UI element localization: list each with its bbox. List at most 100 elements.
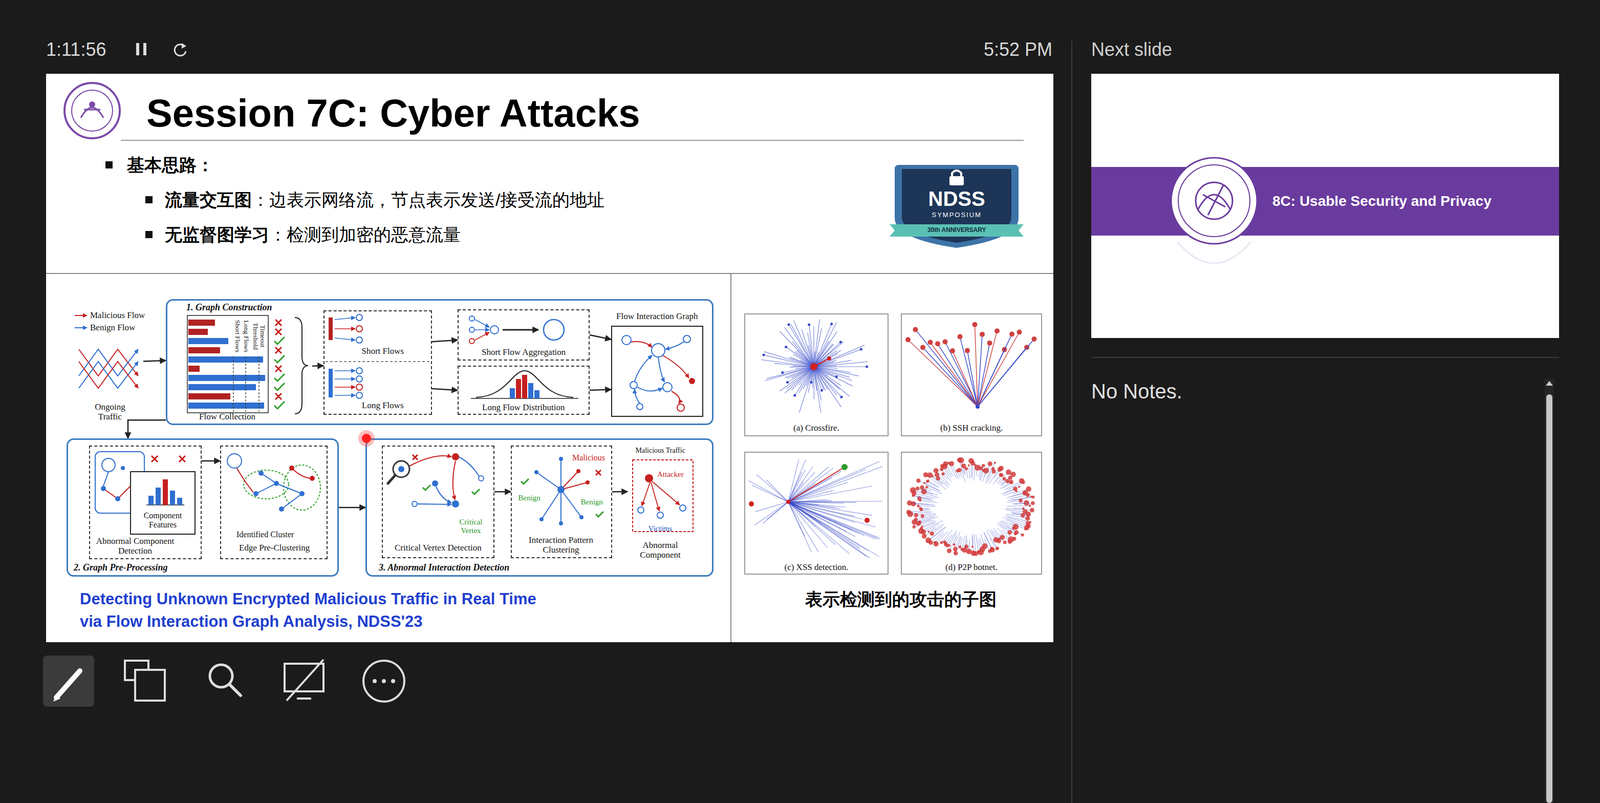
flow-split: [356, 367, 363, 374]
stage-box: 3. Abnormal Interaction DetectionCritica…: [365, 438, 714, 577]
graph-edge: [788, 466, 829, 503]
component-graph: [151, 455, 186, 462]
stage-box: 1. Graph ConstructionFlow CollectionShor…: [165, 298, 714, 425]
pen-tool-icon: [42, 655, 95, 707]
pen-tool-icon: [53, 694, 61, 702]
graph-edge: [949, 532, 957, 546]
interaction-graph: [631, 341, 653, 348]
connector-arrow: [127, 419, 166, 439]
feature-histogram: [146, 479, 185, 505]
section-divider: [46, 272, 1054, 274]
aggregation-graph: [502, 329, 539, 331]
graph-vertex: [1021, 533, 1025, 537]
node-label: Long Flow Distribution: [482, 402, 566, 413]
node-label: Attacker: [657, 469, 684, 479]
graph-vertex: [1013, 531, 1018, 535]
graph-vertex: [958, 545, 962, 549]
graph-edge: [788, 501, 860, 548]
graph-vertex: [946, 548, 952, 553]
figure-group: Malicious TrafficAttackerVictimsAbnormal…: [627, 444, 700, 564]
axis-label: Timeout Threshold: [251, 317, 266, 354]
ndss-logo: [889, 224, 1024, 237]
university-logo: [64, 82, 120, 139]
graph-edge: [1006, 509, 1026, 512]
graph-edge: [788, 461, 880, 502]
legend-sample: [74, 327, 88, 329]
logo-text: NDSS: [928, 186, 986, 211]
flow-histogram: [188, 402, 265, 409]
graph-edge: [1002, 482, 1012, 488]
logo-text: SYMPOSIUM: [932, 211, 982, 220]
cluster-graph: [255, 472, 277, 494]
attack-component: [637, 506, 644, 513]
graph-vertex: [827, 356, 832, 361]
pane-divider: [1071, 40, 1073, 803]
distribution-curve: [476, 370, 574, 398]
citation: Detecting Unknown Encrypted Malicious Tr…: [79, 587, 551, 633]
attack-component: [641, 482, 651, 506]
graph-vertex: [1010, 481, 1013, 484]
pen-tool-icon: [42, 655, 95, 707]
graph-edge: [930, 342, 979, 407]
graph-vertex: [960, 547, 964, 551]
pane-heading: Next slide: [1091, 38, 1173, 60]
graph-edge: [766, 366, 814, 379]
node-label: Critical Vertex Detection: [394, 542, 482, 553]
graph-vertex: [1024, 527, 1028, 531]
traffic-lines: [78, 349, 139, 376]
attack-component: [657, 511, 664, 518]
graph-vertex: [1031, 495, 1035, 499]
graph-vertex: [935, 340, 941, 347]
graph-vertex: [971, 545, 974, 548]
graph-vertex: [933, 467, 939, 473]
flow-split: [325, 360, 430, 362]
subgraph-panel: (a) Crossfire.: [744, 313, 889, 437]
title-rule: [120, 140, 1024, 141]
flow-split: [334, 386, 356, 388]
node-label: Abnormal Component Detection: [90, 535, 181, 556]
flow-split: [356, 375, 363, 382]
graph-vertex: [1025, 515, 1030, 521]
flow-histogram: [245, 356, 247, 412]
laser-pointer: [358, 429, 375, 447]
vertex-graph: [422, 484, 480, 494]
aggregation-graph: [469, 338, 475, 344]
graph-vertex: [910, 486, 917, 493]
connector-arrow: [589, 334, 612, 340]
ndss-logo: [889, 164, 1024, 248]
graph-edge: [762, 501, 789, 524]
feature-histogram: [169, 490, 176, 505]
graph-vertex: [933, 541, 939, 547]
connector-arrow: [612, 490, 628, 493]
traffic-lines: [78, 361, 139, 388]
pattern-star: [595, 469, 601, 475]
graph-edge: [751, 484, 789, 502]
graph-edge: [909, 502, 929, 504]
graph-edge: [792, 341, 814, 367]
graph-vertex: [820, 388, 824, 392]
distribution-curve: [470, 370, 579, 399]
pattern-star: [536, 458, 582, 524]
graph-edge: [788, 466, 883, 502]
vertex-graph: [478, 475, 484, 481]
graph-edge: [937, 343, 978, 407]
graph-vertex: [987, 340, 993, 346]
graph-edge: [788, 501, 853, 530]
graph-vertex: [786, 380, 789, 384]
panel-caption: (a) Crossfire.: [793, 422, 840, 434]
vertex-graph: [458, 456, 480, 477]
graph-edge: [766, 479, 789, 502]
graph-vertex: [967, 463, 970, 466]
panel-caption: (d) P2P botnet.: [945, 561, 998, 573]
graph-edge: [813, 321, 837, 367]
graph-vertex: [918, 506, 922, 510]
interaction-graph: [634, 355, 653, 381]
figure-caption: 表示检测到的攻击的子图: [805, 589, 997, 610]
node-label: Flow Interaction Graph: [616, 311, 699, 322]
graph-edge: [788, 466, 845, 502]
zoom-icon: [229, 683, 241, 696]
graph-edge: [920, 500, 938, 503]
graph-edge: [921, 522, 936, 529]
distribution-curve: [515, 378, 522, 399]
node-label: Abnormal Component: [632, 539, 689, 560]
